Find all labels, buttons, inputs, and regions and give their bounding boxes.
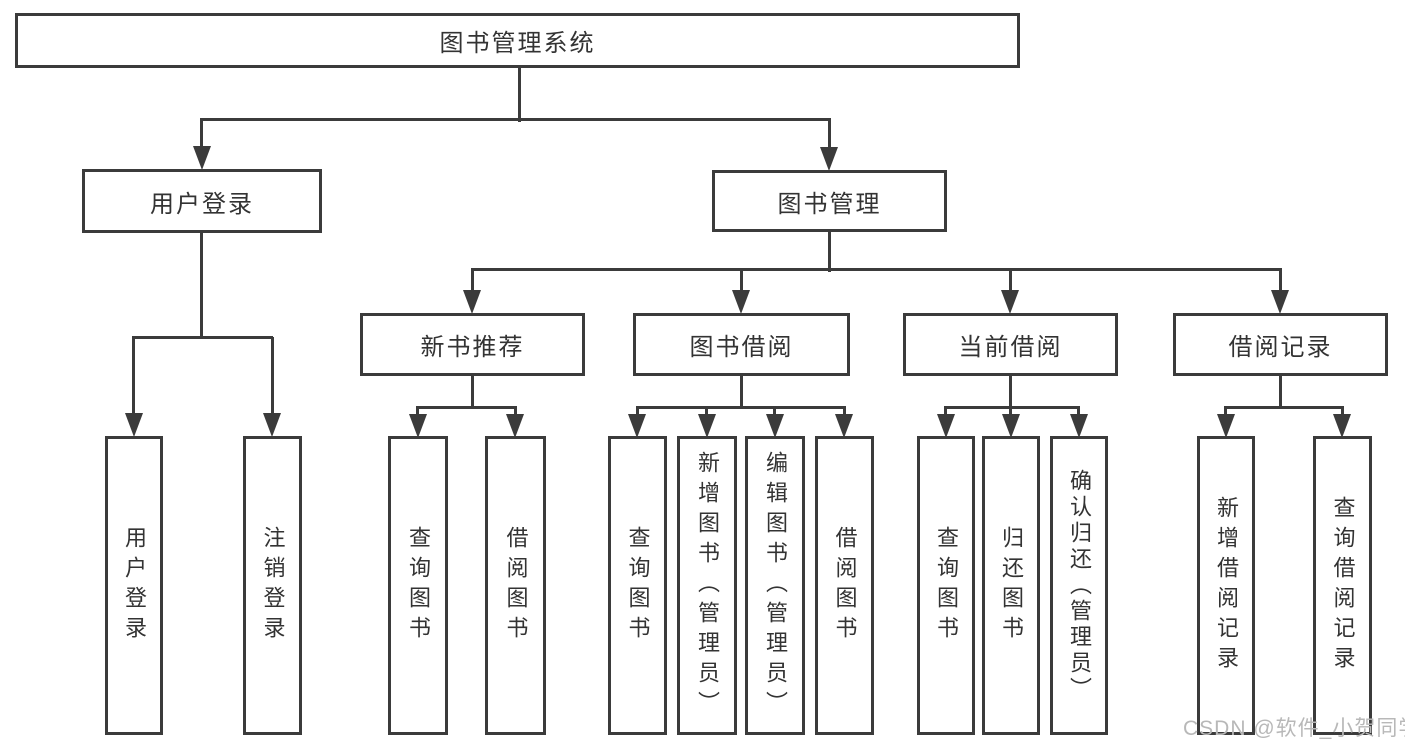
leaf-bb-edit-books: 编辑图书（管理员） [745,436,805,735]
leaf-cb-return-books-label: 归还图书 [999,525,1024,646]
arrow-to-current-borrow [1001,290,1019,314]
leaf-logout-label: 注销登录 [260,525,286,646]
connector-to-bb-edit [773,407,776,419]
arrow-to-new-book [463,290,481,314]
connector-to-br-query [1341,407,1344,419]
arrow-to-nb-borrow [506,414,524,438]
node-current-borrow: 当前借阅 [903,313,1118,376]
connector-to-nb-borrow [514,407,517,419]
arrow-to-nb-query [409,414,427,438]
node-current-borrow-label: 当前借阅 [958,334,1063,361]
node-root-label: 图书管理系统 [439,30,596,57]
leaf-user-login: 用户登录 [105,436,163,735]
connector-new-book-children [416,406,517,409]
connector-to-book-mgmt [828,118,831,150]
leaf-bb-borrow-books: 借阅图书 [815,436,874,735]
arrow-to-bb-edit [766,414,784,438]
leaf-cb-query-books: 查询图书 [917,436,975,735]
node-borrow-record: 借阅记录 [1173,313,1388,376]
leaf-nb-query-books: 查询图书 [388,436,448,735]
leaf-logout: 注销登录 [243,436,302,735]
node-new-book-label: 新书推荐 [420,334,525,361]
connector-to-br-add [1224,407,1227,419]
arrow-to-cb-return [1002,414,1020,438]
connector-level3 [471,268,1282,271]
arrow-to-borrow-record [1271,290,1289,314]
connector-new-book-stem [471,373,474,409]
connector-to-leaf-logout [271,337,274,417]
leaf-nb-borrow-books-label: 借阅图书 [503,525,529,646]
leaf-user-login-label: 用户登录 [122,525,147,646]
node-book-borrow: 图书借阅 [633,313,850,376]
leaf-bb-query-books-label: 查询图书 [625,525,651,646]
connector-book-mgmt-stem [828,229,831,272]
leaf-cb-query-books-label: 查询图书 [934,525,959,646]
connector-level1 [200,118,831,121]
leaf-br-query-record-label: 查询借阅记录 [1330,495,1356,676]
node-user-login: 用户登录 [82,169,322,233]
node-book-mgmt: 图书管理 [712,170,947,232]
arrow-to-bb-add [698,414,716,438]
leaf-bb-borrow-books-label: 借阅图书 [832,525,858,646]
connector-borrow-record-children [1224,406,1344,409]
connector-to-nb-query [416,407,419,419]
arrow-to-br-add [1217,414,1235,438]
connector-book-borrow-children [636,406,846,409]
connector-current-borrow-stem [1009,373,1012,409]
leaf-bb-add-books: 新增图书（管理员） [677,436,737,735]
connector-to-bb-borrow [843,407,846,419]
leaf-cb-confirm-return: 确认归还（管理员） [1050,436,1108,735]
node-user-login-label: 用户登录 [150,190,254,218]
connector-book-borrow-stem [740,373,743,409]
node-book-borrow-label: 图书借阅 [689,334,794,361]
node-new-book: 新书推荐 [360,313,585,376]
connector-to-book-borrow [740,269,743,295]
node-borrow-record-label: 借阅记录 [1228,334,1333,361]
connector-to-cb-confirm [1077,407,1080,419]
leaf-bb-add-books-label: 新增图书（管理员） [695,450,720,721]
leaf-br-query-record: 查询借阅记录 [1313,436,1372,735]
connector-to-new-book [471,269,474,295]
arrow-to-cb-confirm [1070,414,1088,438]
connector-current-borrow-children [944,406,1080,409]
arrow-to-br-query [1333,414,1351,438]
connector-to-bb-add [705,407,708,419]
connector-user-login-stem [200,230,203,339]
connector-user-login-children [132,336,273,339]
arrow-to-bb-borrow [835,414,853,438]
arrow-to-leaf-logout [263,413,281,437]
leaf-bb-query-books: 查询图书 [608,436,667,735]
node-book-mgmt-label: 图书管理 [777,190,882,218]
arrow-to-book-borrow [732,290,750,314]
leaf-br-add-record-label: 新增借阅记录 [1214,495,1239,676]
leaf-cb-confirm-return-label: 确认归还（管理员） [1067,468,1092,703]
leaf-br-add-record: 新增借阅记录 [1197,436,1255,735]
connector-to-bb-query [636,407,639,419]
connector-to-leaf-user-login [132,337,135,417]
arrow-to-cb-query [937,414,955,438]
leaf-cb-return-books: 归还图书 [982,436,1040,735]
leaf-nb-query-books-label: 查询图书 [406,525,431,646]
connector-to-cb-query [944,407,947,419]
connector-to-cb-return [1009,407,1012,419]
leaf-nb-borrow-books: 借阅图书 [485,436,546,735]
csdn-watermark: CSDN @软件_小贺同学 [1183,717,1405,740]
arrow-to-book-mgmt [820,147,838,171]
connector-to-user-login [200,118,203,150]
connector-to-current-borrow [1009,269,1012,295]
connector-borrow-record-stem [1279,373,1282,409]
connector-to-borrow-record [1279,269,1282,295]
arrow-to-user-login [193,146,211,170]
connector-root-stem [518,65,521,122]
arrow-to-leaf-user-login [125,413,143,437]
node-root: 图书管理系统 [15,13,1020,68]
leaf-bb-edit-books-label: 编辑图书（管理员） [763,450,788,721]
arrow-to-bb-query [628,414,646,438]
